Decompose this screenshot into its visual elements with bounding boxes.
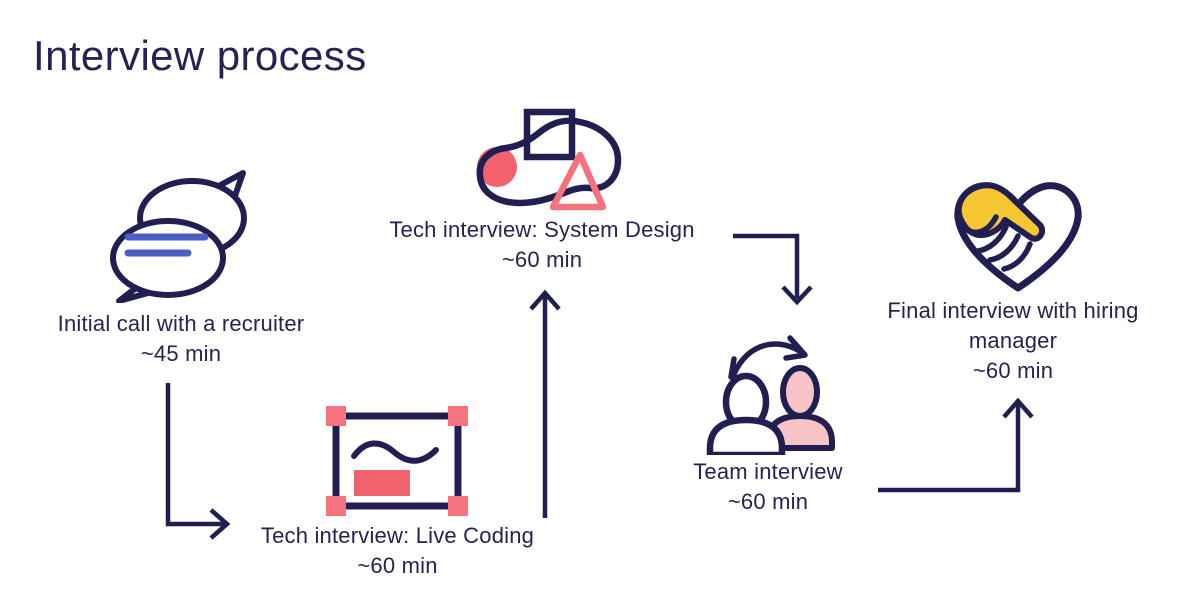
arrow-systemdesign-to-team (733, 233, 800, 298)
team-swap-icon (706, 335, 835, 455)
step-label: Initial call with a recruiter (57, 311, 305, 336)
handshake-heart-icon (954, 182, 1082, 292)
step-duration: ~45 min (140, 341, 222, 366)
chat-bubbles-icon (110, 170, 247, 303)
arrow-team-to-final-head (1002, 397, 1034, 419)
arrow-systemdesign-to-team-head (781, 285, 813, 306)
page-title: Interview process (33, 32, 367, 79)
step-duration: ~60 min (501, 247, 583, 272)
step-label: Tech interview: System Design (389, 217, 695, 242)
arrow-initial-to-livecoding-head (209, 508, 231, 540)
step-duration: ~60 min (972, 358, 1054, 383)
arrow-team-to-final (878, 404, 1021, 493)
arrow-livecoding-to-systemdesign-head (529, 289, 561, 311)
step-label: Team interview (693, 459, 843, 484)
step-label: Tech interview: Live Coding (260, 523, 535, 548)
whiteboard-icon (326, 406, 468, 516)
step-duration: ~60 min (357, 553, 438, 578)
arrow-initial-to-livecoding (165, 383, 224, 527)
abstract-shapes-icon (476, 108, 622, 211)
step-duration: ~60 min (727, 489, 809, 514)
step-label: Final interview with hiring manager (887, 298, 1139, 353)
